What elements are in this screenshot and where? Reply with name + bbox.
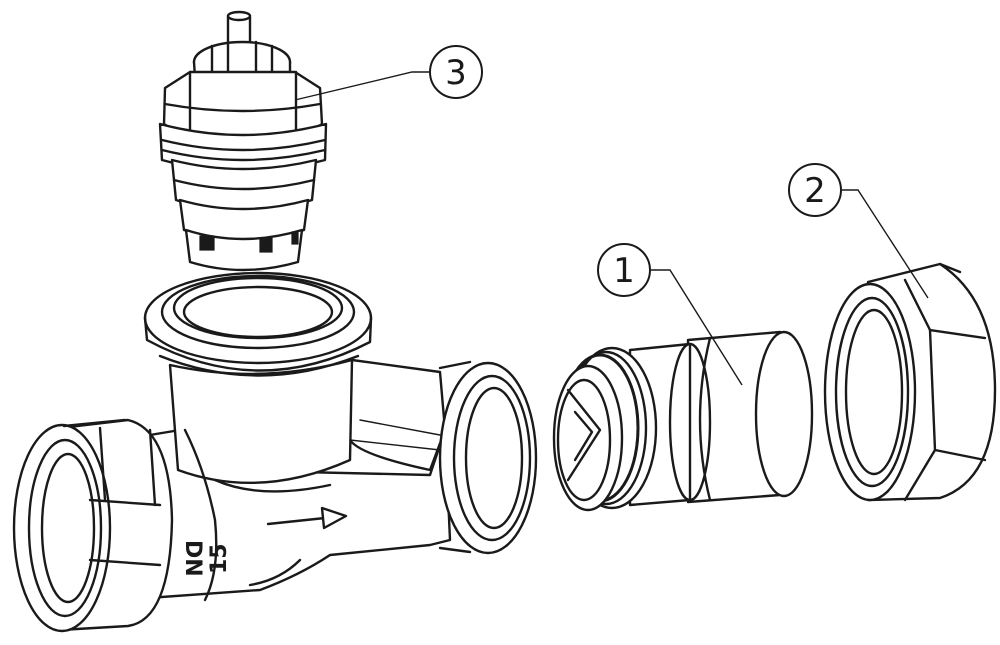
tailpiece-part-1 — [552, 330, 814, 512]
callout-3-label: 3 — [445, 53, 467, 93]
callout-1: 1 — [597, 243, 743, 386]
callout-3: 3 — [294, 45, 483, 101]
valve-insert-part-3 — [158, 10, 328, 272]
union-nut-part-2 — [823, 262, 997, 502]
left-union-nut — [12, 418, 174, 633]
callout-1-label: 1 — [613, 251, 635, 291]
callout-2: 2 — [788, 163, 929, 299]
body-marking: DN 15 — [180, 540, 232, 577]
callout-2-circle — [788, 163, 842, 217]
valve-body: DN 15 — [118, 271, 538, 602]
size-value-label: 15 — [207, 543, 232, 574]
callout-2-label: 2 — [804, 171, 826, 211]
nominal-size-label: DN — [180, 540, 205, 577]
callout-1-circle — [597, 243, 651, 297]
callout-3-circle — [429, 45, 483, 99]
